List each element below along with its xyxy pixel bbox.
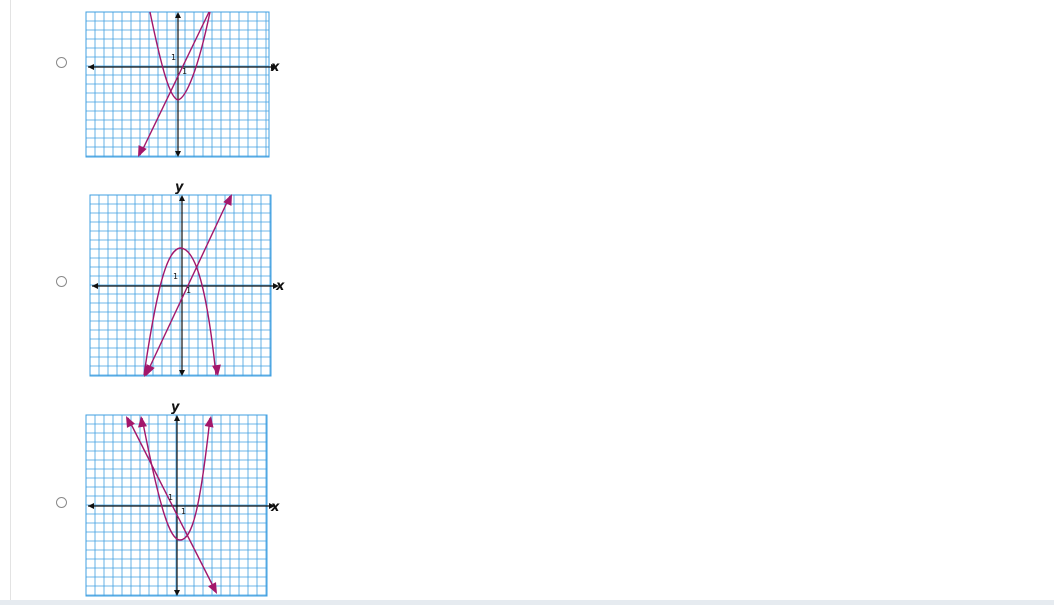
content-left-border bbox=[10, 0, 11, 600]
radio-button-option-b[interactable] bbox=[56, 276, 67, 287]
parabola bbox=[149, 11, 211, 101]
x-axis-arrow-icon bbox=[271, 64, 277, 70]
y-tick-label: 1 bbox=[173, 272, 178, 281]
y-tick-label: 1 bbox=[168, 493, 173, 502]
curve-arrow-icon bbox=[212, 364, 221, 376]
curve-arrow-icon bbox=[204, 416, 214, 428]
curve-arrow-icon bbox=[138, 416, 147, 428]
curve-arrow-icon bbox=[207, 582, 217, 594]
curve-arrow-icon bbox=[146, 364, 155, 376]
y-axis-arrow-icon bbox=[174, 415, 180, 421]
line bbox=[127, 417, 217, 593]
x-tick-label: 1 bbox=[186, 286, 191, 295]
parabola bbox=[143, 247, 217, 376]
radio-button-option-a[interactable] bbox=[56, 57, 67, 68]
x-axis-arrow-icon bbox=[273, 283, 279, 289]
line bbox=[145, 195, 231, 376]
graph-option-a: x 1 1 bbox=[84, 10, 284, 160]
x-tick-label: 1 bbox=[182, 67, 187, 76]
curve-arrow-icon bbox=[126, 416, 136, 428]
y-axis-label: y bbox=[171, 400, 180, 415]
radio-button-option-c[interactable] bbox=[56, 497, 67, 508]
x-axis-label: x bbox=[270, 60, 280, 75]
parabola bbox=[141, 417, 211, 541]
bottom-scroll-region bbox=[0, 600, 1054, 605]
y-axis-label: y bbox=[175, 180, 184, 195]
x-axis-arrow-icon bbox=[269, 503, 275, 509]
y-axis-arrow-icon bbox=[179, 195, 185, 201]
x-axis-arrow-icon bbox=[92, 283, 98, 289]
y-axis-arrow-icon bbox=[174, 590, 180, 596]
x-axis-arrow-icon bbox=[88, 64, 94, 70]
x-axis-label: x bbox=[270, 500, 280, 515]
x-axis-label: x bbox=[275, 279, 285, 294]
y-axis-arrow-icon bbox=[175, 12, 181, 18]
x-axis-arrow-icon bbox=[88, 503, 94, 509]
x-tick-label: 1 bbox=[181, 507, 186, 516]
y-axis-arrow-icon bbox=[179, 370, 185, 376]
graph-option-c: y x 1 1 bbox=[84, 400, 284, 600]
y-axis-arrow-icon bbox=[175, 151, 181, 157]
y-tick-label: 1 bbox=[171, 53, 176, 62]
line bbox=[139, 11, 210, 156]
graph-option-b: y x 1 1 bbox=[88, 180, 288, 380]
curve-arrow-icon bbox=[138, 145, 147, 157]
curve-arrow-icon bbox=[223, 194, 232, 206]
